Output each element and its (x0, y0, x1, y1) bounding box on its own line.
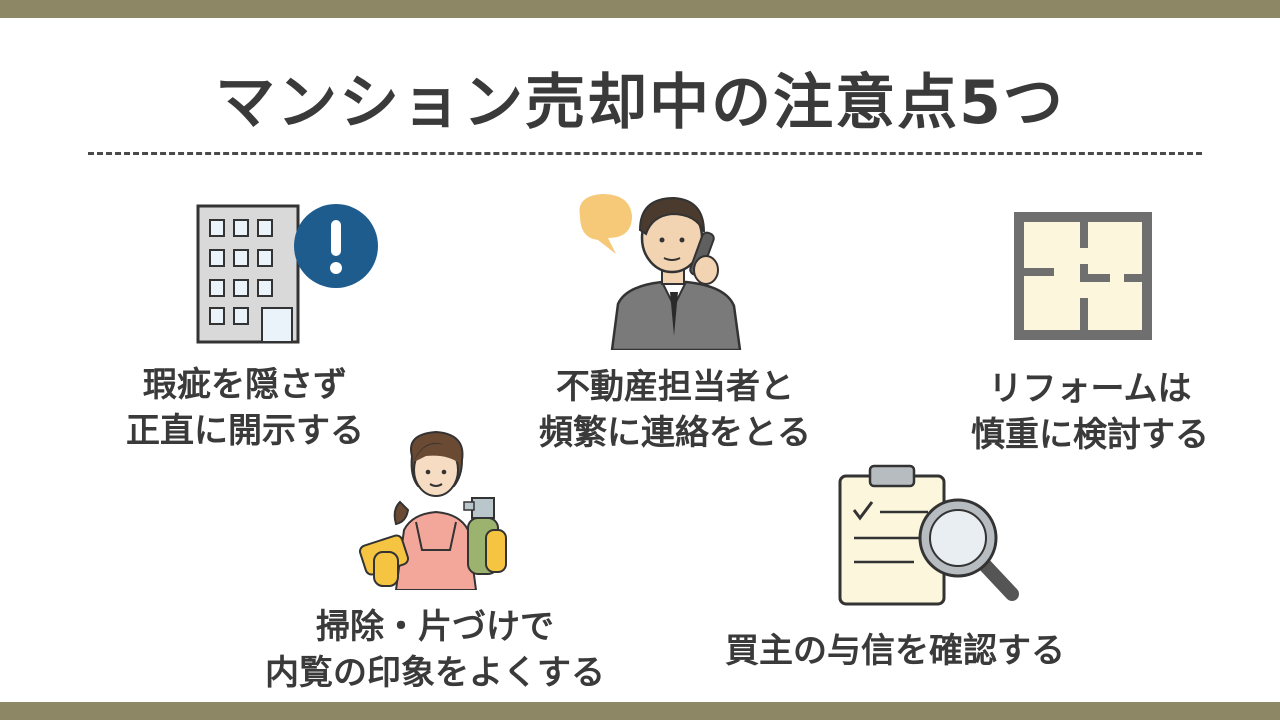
cleaning-person-icon (359, 430, 507, 590)
top-band (0, 0, 1280, 18)
item-label-5: 買主の与信を確認する (700, 628, 1090, 674)
item-label-1: 瑕疵を隠さず 正直に開示する (110, 362, 380, 454)
item-label-2: 不動産担当者と 頻繁に連絡をとる (520, 364, 830, 456)
floor-plan-icon (1014, 212, 1152, 340)
item-label-4: 掃除・片づけで 内覧の印象をよくする (250, 604, 620, 696)
item-2-line2: 頻繁に連絡をとる (539, 413, 811, 453)
item-2-line1: 不動産担当者と (556, 367, 794, 407)
item-1-line1: 瑕疵を隠さず (143, 365, 347, 405)
page-title: マンション売却中の注意点5つ (215, 68, 1065, 138)
building-warning-icon (196, 204, 378, 344)
item-3-line1: リフォームは (988, 369, 1192, 409)
item-4-line2: 内覧の印象をよくする (265, 653, 605, 693)
dashed-divider (88, 152, 1202, 155)
item-4-line1: 掃除・片づけで (316, 607, 554, 647)
bottom-band (0, 702, 1280, 720)
item-5-line1: 買主の与信を確認する (725, 631, 1065, 671)
item-3-line2: 慎重に検討する (971, 415, 1209, 455)
item-1-line2: 正直に開示する (126, 411, 364, 451)
clipboard-search-icon (838, 464, 1019, 606)
item-label-3: リフォームは 慎重に検討する (950, 366, 1230, 458)
agent-phone-icon (579, 194, 742, 350)
